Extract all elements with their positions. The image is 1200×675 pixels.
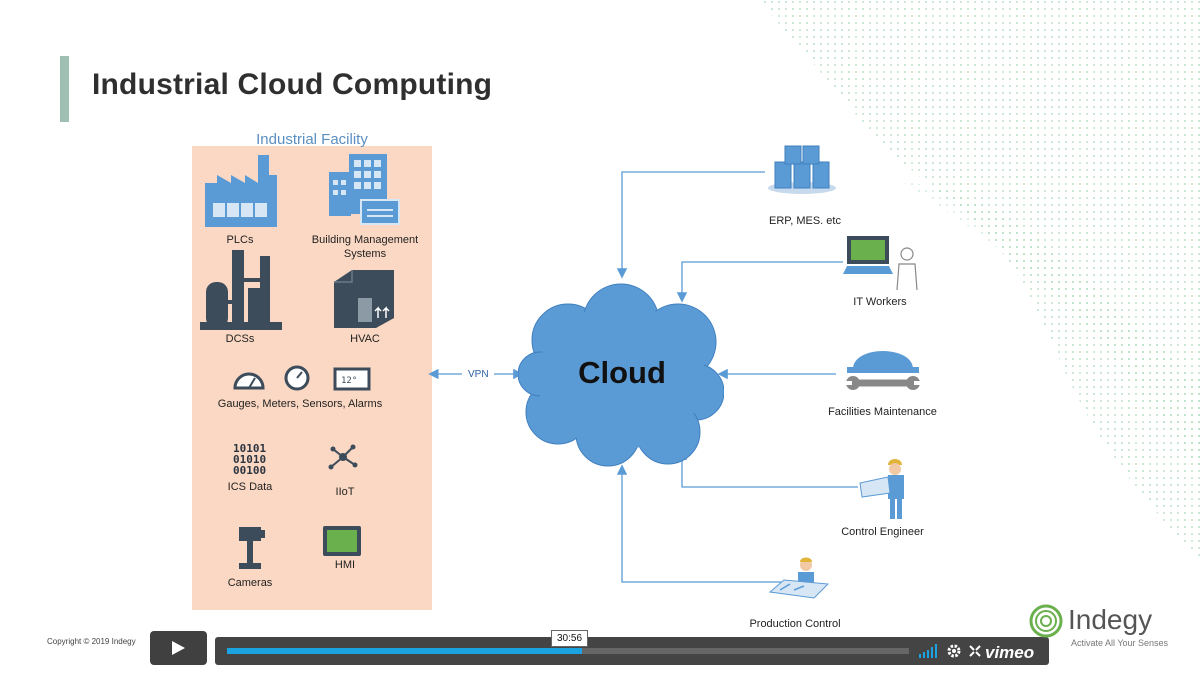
servers-icon: [768, 145, 836, 194]
control-engineer-label: Control Engineer: [841, 526, 924, 538]
binary-line-3: 00100: [233, 464, 267, 477]
ics-data-label: ICS Data: [227, 481, 273, 493]
timestamp: 30:56: [551, 630, 588, 647]
camera-icon: [239, 527, 265, 569]
hvac-icon: [334, 270, 394, 328]
progress-track[interactable]: [227, 648, 909, 654]
production-control-icon: [768, 557, 830, 599]
video-controls-bar: [215, 637, 1049, 665]
volume-icon[interactable]: [918, 644, 938, 658]
progress-fill: [227, 648, 582, 654]
facility-title: Industrial Facility: [256, 131, 368, 148]
hvac-label: HVAC: [350, 333, 380, 345]
fullscreen-icon[interactable]: [969, 645, 981, 657]
hardhat-wrench-icon: [846, 351, 920, 390]
settings-icon[interactable]: [947, 644, 961, 658]
hmi-screen-icon: [323, 526, 361, 556]
it-worker-icon: [843, 236, 918, 291]
production-control-label: Production Control: [749, 618, 841, 630]
play-icon: [172, 641, 185, 655]
hmi-label: HMI: [334, 559, 356, 571]
cameras-label: Cameras: [227, 577, 273, 589]
indegy-logo-icon: [1029, 604, 1063, 638]
plcs-label: PLCs: [226, 234, 254, 246]
play-button[interactable]: [150, 631, 207, 665]
vimeo-logo[interactable]: vimeo: [985, 643, 1035, 662]
erp-label: ERP, MES. etc: [769, 215, 841, 227]
iiot-network-icon: [328, 444, 358, 470]
binary-line-1: 10101: [233, 442, 267, 455]
building-icon: [329, 154, 400, 225]
slide-title: Industrial Cloud Computing: [92, 68, 493, 101]
refinery-icon: [200, 250, 282, 330]
it-workers-label: IT Workers: [853, 296, 907, 308]
cloud-label: Cloud: [578, 355, 666, 390]
title-accent-bar: [60, 56, 69, 122]
engineer-icon: [859, 459, 904, 519]
gauges-label: Gauges, Meters, Sensors, Alarms: [217, 398, 383, 410]
copyright-text: Copyright © 2019 Indegy: [47, 637, 136, 646]
vpn-label: VPN: [468, 369, 489, 380]
cloud-shape: [518, 283, 724, 467]
facilities-maintenance-label: Facilities Maintenance: [828, 406, 937, 418]
svg-text:12°: 12°: [341, 376, 357, 386]
factory-icon: [205, 155, 277, 227]
building-management-label: Building Management Systems: [311, 234, 419, 260]
binary-line-2: 01010: [233, 453, 267, 466]
indegy-brand: Indegy: [1068, 604, 1153, 635]
iiot-label: IIoT: [335, 486, 355, 498]
gauges-icon: 12°: [233, 365, 371, 391]
dcss-label: DCSs: [225, 333, 255, 345]
indegy-tagline: Activate All Your Senses: [1071, 638, 1169, 648]
